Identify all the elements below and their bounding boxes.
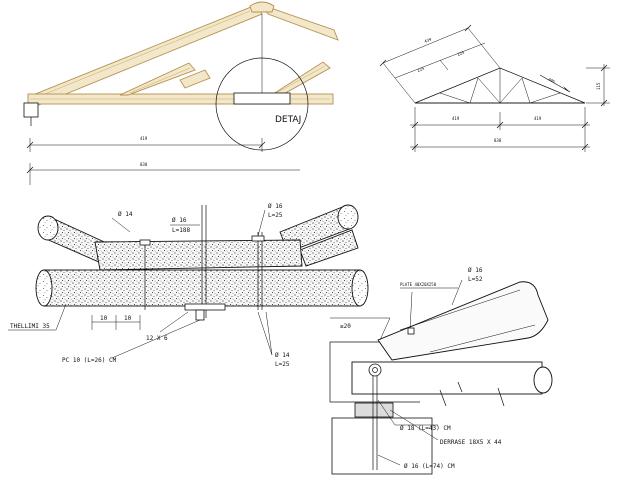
truss-elevation: DETAJ 419 838 xyxy=(23,1,339,185)
schematic-dim-bottom xyxy=(410,107,590,152)
label-d14-bottom: Ø 14 xyxy=(275,352,290,359)
slope-arrow-head xyxy=(563,86,570,92)
support-bolt-head xyxy=(368,363,382,377)
log-upper-left-end xyxy=(37,215,59,241)
support-detail: ≥20 PLATE 40X20X250 Ø 16 L=52 Ø 18 (L=43… xyxy=(329,267,553,475)
support-rafter xyxy=(377,281,549,361)
label-thellimi: THELLIMI 35 xyxy=(10,323,50,330)
truss-ridge-cap xyxy=(249,1,275,13)
detail-label: DETAJ xyxy=(275,115,301,125)
label-d18: Ø 18 (L=43) CM xyxy=(400,425,451,432)
schematic-dim-incline xyxy=(379,24,501,104)
dim-small-spacing xyxy=(91,315,141,330)
joint-detail: Ø 14 Ø 16 L=188 Ø 16 L=25 THELLIMI 35 10… xyxy=(8,203,369,368)
label-plate: PLATE 40X20X250 xyxy=(400,282,437,287)
label-d16-right: Ø 16 xyxy=(268,203,283,210)
truss-strut-left xyxy=(119,62,196,96)
support-cross-bolts xyxy=(439,381,505,407)
label-d16-top: Ø 16 xyxy=(468,267,483,274)
truss-right-rafter xyxy=(260,4,339,41)
label-l52: L=52 xyxy=(468,276,483,283)
log-middle xyxy=(94,239,303,271)
dim-line-upper xyxy=(26,138,266,152)
slope-arrow xyxy=(539,74,571,93)
truss-strut-right xyxy=(268,61,331,97)
schematic-dim-half-left: 419 xyxy=(452,116,460,121)
label-d14-top: Ø 14 xyxy=(118,211,133,218)
dim-line-lower xyxy=(26,163,300,185)
dim-upper-label: 419 xyxy=(140,136,148,141)
label-l25-right: L=25 xyxy=(268,212,283,219)
base-plate xyxy=(184,303,226,311)
truss-schematic: 40% 439 225 225 115 xyxy=(379,24,610,152)
label-d16-center: Ø 16 xyxy=(172,217,187,224)
schematic-dim-total: 838 xyxy=(494,138,502,143)
log-lower-left-end xyxy=(35,269,53,307)
nut-right xyxy=(251,235,265,242)
truss-strut-mid xyxy=(179,69,211,89)
support-plate xyxy=(354,402,394,418)
schematic-dim-left-1: 225 xyxy=(417,65,426,73)
log-lower-right-end xyxy=(351,269,369,307)
log-upper-right-lower xyxy=(299,229,359,267)
support-column xyxy=(331,417,433,475)
truss-left-bearing xyxy=(23,102,39,118)
support-beam xyxy=(351,361,543,395)
nut-left xyxy=(139,239,151,246)
label-l188: L=188 xyxy=(172,227,190,234)
schematic-dim-half-right: 419 xyxy=(534,116,542,121)
label-d16-anchor: Ø 16 (L=74) CM xyxy=(404,463,455,470)
label-10b: 10 xyxy=(124,315,132,322)
label-10a: 10 xyxy=(100,315,108,322)
dim-lower-label: 838 xyxy=(140,162,148,167)
schematic-dim-height xyxy=(586,64,610,107)
label-pc: PC 10 (L=26) CM xyxy=(62,357,117,364)
label-ge20: ≥20 xyxy=(340,323,351,330)
schematic-dim-left-2: 225 xyxy=(457,49,466,57)
schematic-dim-top: 439 xyxy=(424,36,433,44)
label-l25-bottom: L=25 xyxy=(275,361,290,368)
schematic-height-label: 115 xyxy=(596,82,601,90)
truss-center-plate xyxy=(233,92,291,105)
log-upper-right-end xyxy=(337,204,359,230)
label-derrase: DERRASE 18X5 X 44 xyxy=(440,439,502,446)
slope-label: 40% xyxy=(548,76,557,84)
support-beam-end xyxy=(533,366,553,394)
